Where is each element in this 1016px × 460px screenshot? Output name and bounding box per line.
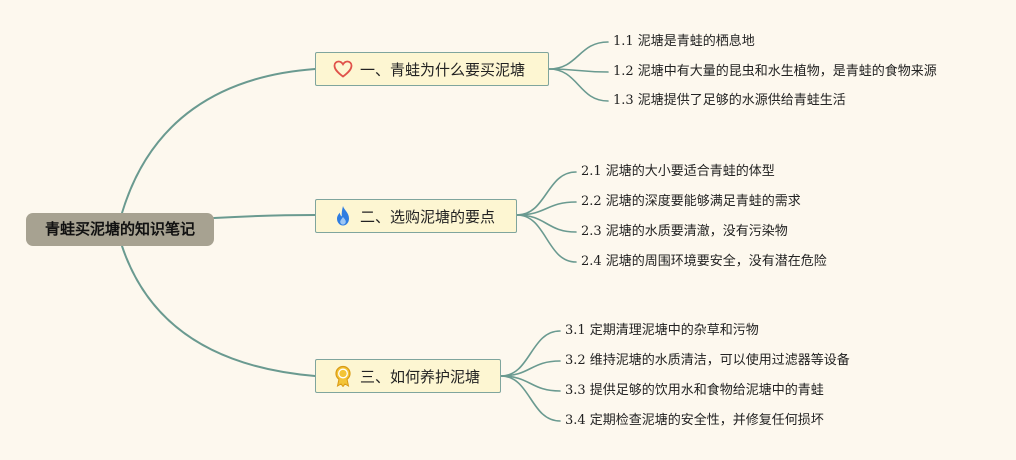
root-connector bbox=[213, 214, 316, 219]
branch-node-why-buy[interactable]: 一、青蛙为什么要买泥塘 bbox=[315, 52, 549, 86]
branch-label: 二、选购泥塘的要点 bbox=[360, 207, 496, 226]
heart-icon bbox=[332, 58, 354, 80]
root-connector bbox=[121, 245, 316, 377]
root-node[interactable]: 青蛙买泥塘的知识笔记 bbox=[26, 213, 214, 246]
leaf-label: 1.2 泥塘中有大量的昆虫和水生植物，是青蛙的食物来源 bbox=[613, 64, 937, 79]
leaf-node[interactable]: 3.1 定期清理泥塘中的杂草和污物 bbox=[565, 323, 759, 339]
leaf-connector bbox=[516, 214, 577, 263]
branch-node-key-points[interactable]: 二、选购泥塘的要点 bbox=[315, 199, 517, 233]
leaf-connector bbox=[516, 214, 577, 233]
branch-label: 一、青蛙为什么要买泥塘 bbox=[360, 60, 526, 79]
leaf-label: 2.4 泥塘的周围环境要安全，没有潜在危险 bbox=[581, 254, 827, 269]
medal-icon bbox=[332, 365, 354, 387]
leaf-node[interactable]: 2.4 泥塘的周围环境要安全，没有潜在危险 bbox=[581, 254, 827, 270]
leaf-label: 1.1 泥塘是青蛙的栖息地 bbox=[613, 34, 755, 49]
leaf-label: 2.2 泥塘的深度要能够满足青蛙的需求 bbox=[581, 194, 801, 209]
root-label: 青蛙买泥塘的知识笔记 bbox=[44, 220, 195, 238]
leaf-connector bbox=[548, 41, 609, 70]
root-connector bbox=[121, 68, 316, 214]
leaf-label: 3.4 定期检查泥塘的安全性，并修复任何损坏 bbox=[565, 413, 824, 428]
leaf-node[interactable]: 1.2 泥塘中有大量的昆虫和水生植物，是青蛙的食物来源 bbox=[613, 64, 937, 80]
leaf-node[interactable]: 2.3 泥塘的水质要清澈，没有污染物 bbox=[581, 224, 788, 240]
leaf-node[interactable]: 1.3 泥塘提供了足够的水源供给青蛙生活 bbox=[613, 93, 846, 109]
fire-icon bbox=[332, 205, 354, 227]
leaf-node[interactable]: 2.2 泥塘的深度要能够满足青蛙的需求 bbox=[581, 194, 801, 210]
leaf-node[interactable]: 3.3 提供足够的饮用水和食物给泥塘中的青蛙 bbox=[565, 383, 824, 399]
leaf-label: 3.2 维持泥塘的水质清洁，可以使用过滤器等设备 bbox=[565, 353, 850, 368]
leaf-connector bbox=[548, 68, 609, 102]
leaf-label: 3.1 定期清理泥塘中的杂草和污物 bbox=[565, 323, 759, 338]
leaf-label: 2.3 泥塘的水质要清澈，没有污染物 bbox=[581, 224, 788, 239]
leaf-node[interactable]: 2.1 泥塘的大小要适合青蛙的体型 bbox=[581, 164, 775, 180]
leaf-connector bbox=[500, 375, 561, 422]
leaf-node[interactable]: 3.2 维持泥塘的水质清洁，可以使用过滤器等设备 bbox=[565, 353, 850, 369]
leaf-label: 3.3 提供足够的饮用水和食物给泥塘中的青蛙 bbox=[565, 383, 824, 398]
leaf-node[interactable]: 3.4 定期检查泥塘的安全性，并修复任何损坏 bbox=[565, 413, 824, 429]
leaf-connector bbox=[516, 171, 577, 216]
leaf-label: 1.3 泥塘提供了足够的水源供给青蛙生活 bbox=[613, 93, 846, 108]
leaf-label: 2.1 泥塘的大小要适合青蛙的体型 bbox=[581, 164, 775, 179]
branch-label: 三、如何养护泥塘 bbox=[360, 367, 481, 386]
leaf-node[interactable]: 1.1 泥塘是青蛙的栖息地 bbox=[613, 34, 755, 50]
branch-node-maintenance[interactable]: 三、如何养护泥塘 bbox=[315, 359, 501, 393]
leaf-connector bbox=[500, 330, 561, 377]
